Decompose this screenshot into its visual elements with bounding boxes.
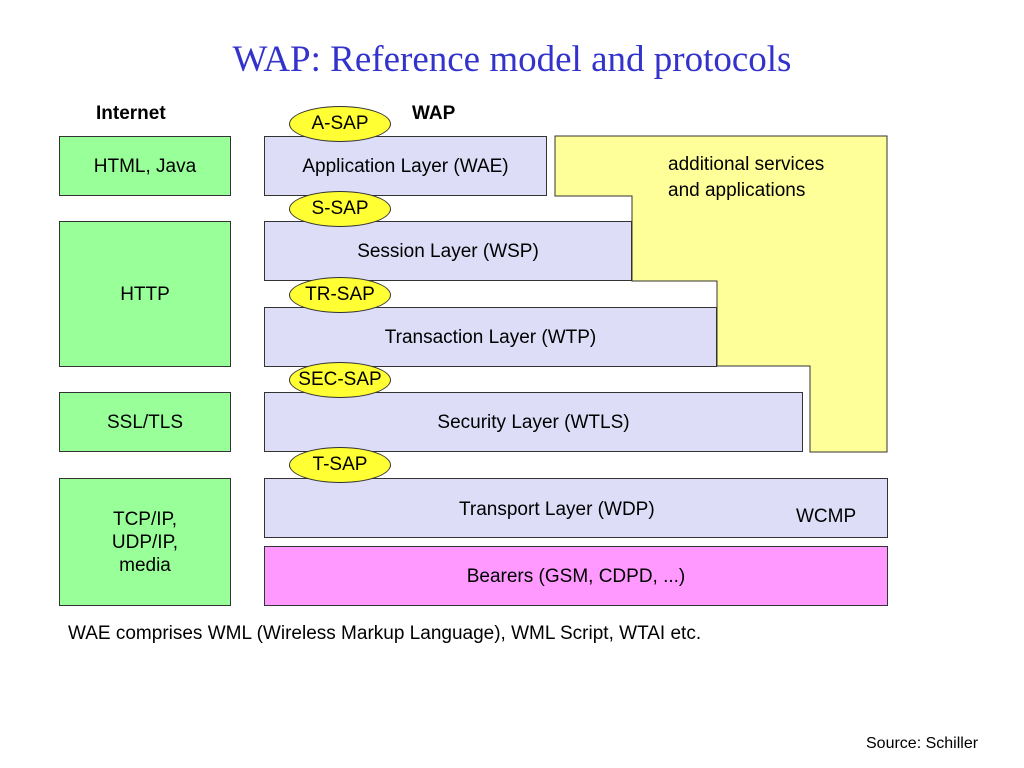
transport-layer: Transport Layer (WDP) WCMP [264,478,888,538]
application-layer: Application Layer (WAE) [264,136,547,196]
page-title: WAP: Reference model and protocols [232,39,792,80]
bearers-layer: Bearers (GSM, CDPD, ...) [264,546,888,606]
tr-sap-ellipse: TR-SAP [289,277,391,313]
s-sap-ellipse: S-SAP [289,191,391,227]
internet-http: HTTP [59,221,231,367]
a-sap-ellipse: A-SAP [289,106,391,142]
security-layer: Security Layer (WTLS) [264,392,803,452]
wcmp-label: WCMP [796,506,857,527]
internet-ssl-tls: SSL/TLS [59,392,231,452]
internet-tcp-udp-media: TCP/IP, UDP/IP, media [59,478,231,606]
wap-header: WAP [412,103,456,124]
additional-services-label: additional services and applications [668,154,825,201]
footnote: WAE comprises WML (Wireless Markup Langu… [68,623,702,644]
transaction-layer: Transaction Layer (WTP) [264,307,717,367]
session-layer: Session Layer (WSP) [264,221,632,281]
sec-sap-ellipse: SEC-SAP [289,362,391,398]
transport-layer-label: Transport Layer (WDP) [459,499,655,520]
t-sap-ellipse: T-SAP [289,447,391,483]
internet-html-java: HTML, Java [59,136,231,196]
internet-header: Internet [96,103,166,124]
source-credit: Source: Schiller [866,735,979,752]
